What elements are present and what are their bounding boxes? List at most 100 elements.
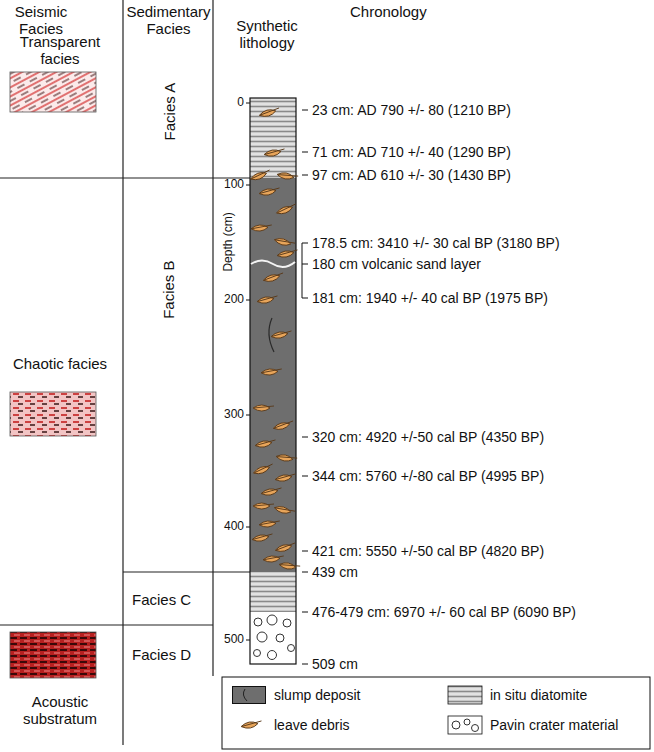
leaf-stem: [275, 238, 295, 245]
date-label: 71 cm: AD 710 +/- 40 (1290 BP): [312, 144, 511, 160]
leaf-stem: [253, 534, 273, 539]
tick-dash: [302, 476, 308, 477]
leaf-symbol: [253, 405, 274, 411]
date-label: 344 cm: 5760 +/-80 cal BP (4995 BP): [312, 468, 544, 484]
axis-title: Depth (cm): [222, 212, 236, 271]
column-header: Seismic Facies: [2, 3, 80, 38]
leaf-blade: [255, 440, 273, 449]
depth-label: 439 cm: [312, 564, 358, 580]
leaf-stem: [254, 406, 274, 408]
leaf-symbol: [250, 169, 272, 182]
leaf-symbol: [261, 368, 282, 376]
leaf-blade: [264, 149, 282, 158]
leaf-stem: [256, 440, 276, 445]
date-label: 180 cm volcanic sand layer: [312, 256, 481, 272]
leaf-stem: [275, 506, 295, 513]
legend-text: slump deposit: [274, 687, 360, 703]
leaf-symbol: [271, 330, 293, 340]
leaf-symbol: [263, 555, 284, 563]
tick-dash: [302, 243, 308, 244]
tick-dash: [302, 551, 308, 552]
leaf-blade: [257, 296, 275, 305]
date-label: 421 cm: 5550 +/-50 cal BP (4820 BP): [312, 543, 544, 559]
legend-swatch: [232, 686, 266, 704]
date-label: 181 cm: 1940 +/- 40 cal BP (1975 BP): [312, 290, 548, 306]
leaf-stem: [254, 504, 274, 506]
sedimentary-facies-label: Facies D: [132, 646, 191, 663]
column-header: Sedimentary Facies: [124, 3, 213, 38]
depth-tick: 500: [224, 633, 244, 647]
tick-dash: [302, 264, 308, 265]
date-label: 320 cm: 4920 +/-50 cal BP (4350 BP): [312, 429, 544, 445]
leaf-symbol: [261, 487, 283, 497]
leaf-symbol: [276, 203, 298, 216]
leaf-stem: [278, 173, 298, 178]
sedimentary-facies-label: Facies C: [132, 591, 191, 608]
date-label: 97 cm: AD 610 +/- 30 (1430 BP): [312, 167, 511, 183]
leaf-blade: [277, 250, 295, 259]
leaf-stem: [262, 488, 282, 493]
leaf-symbol: [273, 420, 295, 431]
leaf-symbol: [259, 187, 281, 197]
leaf-symbol: [259, 520, 280, 528]
column-header: Chronology: [350, 3, 427, 20]
leaf-stem: [280, 563, 300, 568]
leaf-symbol: [277, 171, 299, 181]
depth-label: 509 cm: [312, 656, 358, 672]
depth-tick: 400: [224, 520, 244, 534]
date-label: 476-479 cm: 6970 +/- 60 cal BP (6090 BP): [312, 604, 576, 620]
leaf-stem: [260, 188, 280, 193]
leaf-blade: [275, 474, 293, 483]
leaf-blade: [252, 534, 270, 543]
leaf-stem: [260, 108, 280, 115]
tick-dash: [302, 152, 308, 153]
leaf-symbol: [263, 272, 285, 283]
slump-line: [233, 687, 265, 703]
depth-tick: 300: [224, 408, 244, 422]
leaf-stem: [278, 250, 298, 255]
legend-text: Pavin crater material: [490, 717, 618, 733]
seismic-facies-label: Transparent facies: [5, 33, 115, 68]
leaf-stem: [260, 521, 280, 525]
leaf-symbol: [257, 295, 279, 305]
leaf-symbol: [251, 224, 272, 232]
leaf-symbol: [274, 237, 296, 248]
leaf-stem: [272, 331, 292, 336]
legend-text: leave debris: [274, 717, 350, 733]
slump-curve: [243, 689, 247, 701]
leaf-stem: [264, 273, 284, 280]
depth-tick: 100: [224, 178, 244, 192]
leaf-stem: [277, 204, 296, 213]
date-label: 23 cm: AD 790 +/- 80 (1210 BP): [312, 102, 511, 118]
leaf-stem: [258, 296, 278, 301]
leaf-symbol: [252, 533, 274, 543]
tick-dash: [302, 298, 308, 299]
leaf-stem: [276, 543, 296, 550]
leaf-symbol: [276, 453, 298, 463]
leaf-symbol: [255, 439, 277, 449]
leaf-stem: [262, 369, 282, 373]
leaf-stem: [254, 464, 273, 473]
leaf-symbol: [264, 148, 286, 158]
tick-dash: [302, 437, 308, 438]
leaf-blade: [241, 721, 259, 730]
leaf-stem: [265, 149, 285, 154]
leaf-symbol: [253, 503, 274, 509]
leaf-blade: [271, 331, 289, 340]
leaf-stem: [276, 474, 296, 479]
leaf-stem: [264, 556, 284, 560]
leaf-stem: [274, 421, 294, 428]
date-label: 178.5 cm: 3410 +/- 30 cal BP (3180 BP): [312, 235, 560, 251]
tick-dash: [302, 612, 308, 613]
leaf-stem: [277, 455, 297, 460]
leaf-symbol: [275, 542, 297, 553]
leaf-symbol: [259, 107, 281, 118]
leaf-symbol: [253, 463, 275, 476]
leaf-symbol: [279, 561, 301, 571]
seismic-facies-label: Acoustic substratum: [5, 693, 115, 728]
tick-dash: [302, 175, 308, 176]
leaf-symbol: [274, 505, 296, 516]
depth-tick: 200: [224, 293, 244, 307]
leaf-symbol: [277, 249, 299, 259]
leaf-stem: [242, 721, 262, 726]
